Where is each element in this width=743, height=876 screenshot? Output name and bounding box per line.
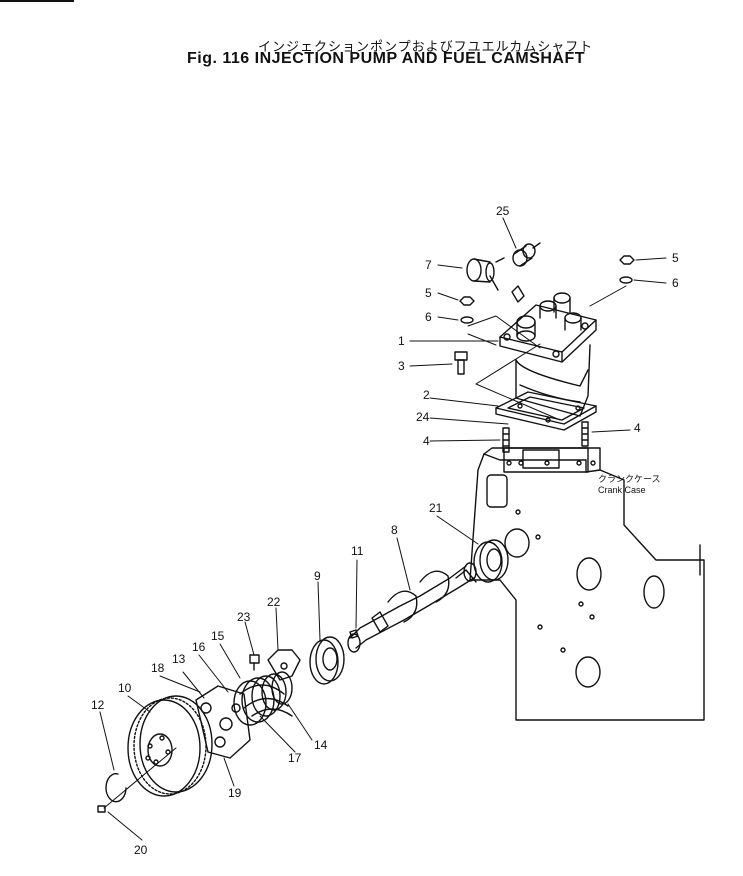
governor-gear bbox=[466, 257, 505, 291]
crank-case-label-jp: クランクケース bbox=[598, 474, 661, 485]
callout-10: 10 bbox=[118, 681, 132, 695]
callout-21: 21 bbox=[429, 501, 443, 515]
callout-7: 7 bbox=[425, 258, 432, 272]
bearing-9 bbox=[309, 636, 345, 685]
callout-4b: 4 bbox=[634, 421, 641, 435]
damper-assembly bbox=[233, 671, 293, 726]
callout-9: 9 bbox=[314, 569, 321, 583]
camshaft bbox=[347, 562, 477, 653]
callout-13: 13 bbox=[172, 652, 186, 666]
callout-19: 19 bbox=[228, 786, 242, 800]
key bbox=[349, 629, 359, 639]
callout-1: 1 bbox=[398, 334, 405, 348]
bolt bbox=[454, 351, 468, 375]
callout-labels: 25 7 5 6 5 6 1 3 2 24 4 4 21 8 11 9 22 2… bbox=[91, 204, 679, 857]
callout-24: 24 bbox=[416, 410, 430, 424]
crank-case bbox=[469, 447, 705, 721]
callout-5b: 5 bbox=[672, 251, 679, 265]
studs bbox=[502, 421, 589, 453]
callout-12: 12 bbox=[91, 698, 105, 712]
callout-23: 23 bbox=[237, 610, 251, 624]
small-bolt bbox=[249, 654, 260, 671]
callout-15: 15 bbox=[211, 629, 225, 643]
callout-2: 2 bbox=[423, 388, 430, 402]
callout-20: 20 bbox=[134, 843, 148, 857]
callout-25: 25 bbox=[496, 204, 510, 218]
leader-lines-bottom bbox=[99, 515, 479, 841]
title-japanese: インジェクションポンプおよびフユエルカムシャフト bbox=[258, 40, 594, 55]
callout-16: 16 bbox=[192, 640, 206, 654]
callout-6b: 6 bbox=[672, 276, 679, 290]
callout-8: 8 bbox=[391, 523, 398, 537]
callout-5: 5 bbox=[425, 286, 432, 300]
callout-14: 14 bbox=[314, 738, 328, 752]
crank-case-label-en: Crank Case bbox=[598, 485, 646, 495]
callout-3: 3 bbox=[398, 359, 405, 373]
corner-mark bbox=[0, 0, 74, 2]
bolt-20 bbox=[97, 805, 106, 813]
bearing bbox=[473, 539, 509, 583]
flange-plate bbox=[195, 685, 251, 759]
injection-pump bbox=[499, 292, 597, 417]
callout-6: 6 bbox=[425, 310, 432, 324]
callout-4: 4 bbox=[423, 434, 430, 448]
leader-lines bbox=[409, 217, 667, 442]
callout-22: 22 bbox=[267, 595, 281, 609]
timing-gear bbox=[127, 695, 213, 797]
retainer-plate bbox=[267, 649, 301, 681]
callout-11: 11 bbox=[351, 544, 364, 558]
callout-18: 18 bbox=[151, 661, 165, 675]
nuts-washers bbox=[459, 255, 635, 324]
figure-title: Fig. 116 INJECTION PUMP AND FUEL CAMSHAF… bbox=[187, 50, 586, 67]
gasket bbox=[495, 391, 597, 431]
fitting bbox=[511, 242, 541, 303]
callout-17: 17 bbox=[288, 751, 302, 765]
snap-ring bbox=[105, 773, 127, 803]
